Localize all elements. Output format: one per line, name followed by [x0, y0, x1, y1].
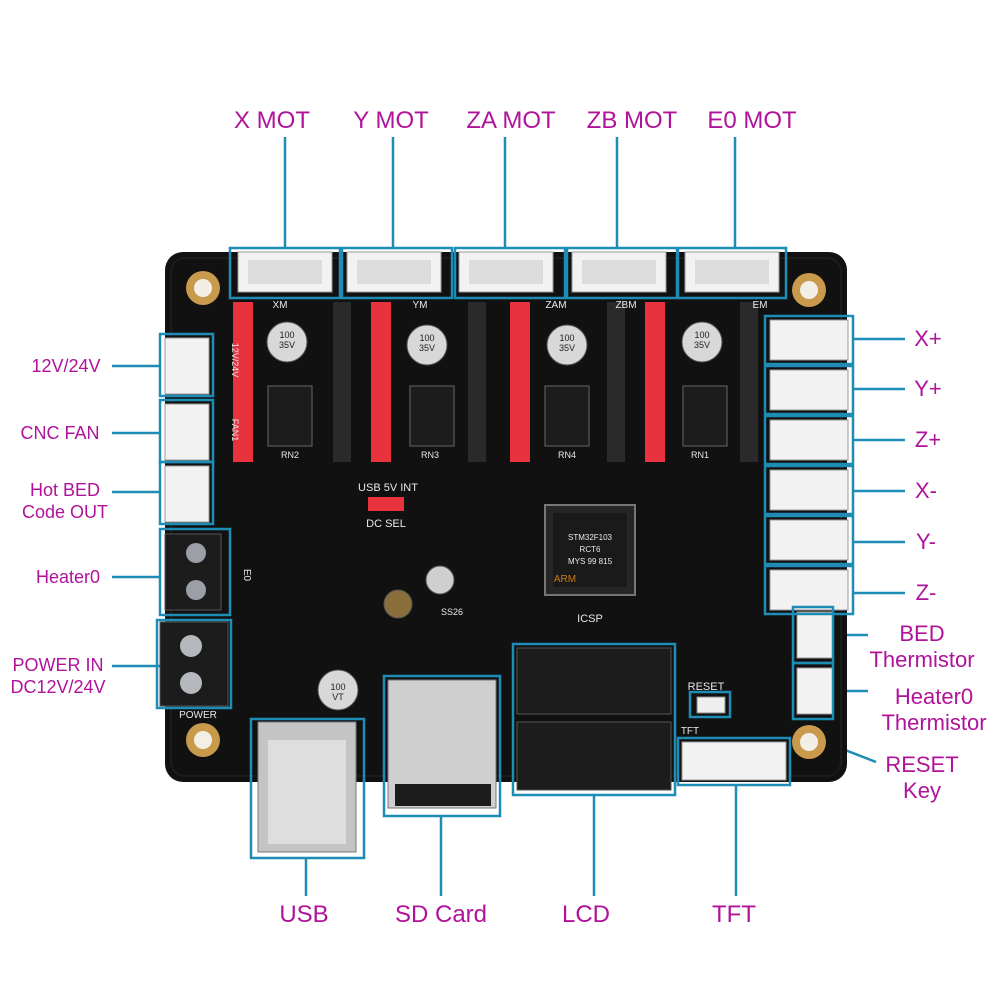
- cap-text-2a: 100: [419, 333, 434, 343]
- silk-12v24v: 12V/24V: [230, 343, 240, 378]
- label-usb: USB: [279, 901, 329, 928]
- silk-rn2: RN2: [281, 450, 299, 460]
- silk-reset: RESET: [688, 681, 725, 693]
- silk-em: EM: [753, 300, 768, 311]
- dc-sel-jumper: [368, 497, 404, 511]
- bottom-connector-frames: [249, 642, 792, 860]
- motor-connector-e0: [684, 251, 780, 293]
- silk-tft: TFT: [681, 726, 699, 737]
- silk-ym: YM: [413, 300, 428, 311]
- label-power-in-line1: POWER IN: [12, 655, 104, 675]
- motor-connector-zb: [571, 251, 667, 293]
- label-12v-24v: 12V/24V: [31, 356, 101, 376]
- motor-connectors: [237, 251, 780, 293]
- label-hot-bed: Hot BED Code OUT: [22, 479, 108, 523]
- cap-text-3b: 35V: [559, 343, 575, 353]
- motor-connector-frames: [228, 246, 788, 300]
- label-bed-thermistor-line1: BED: [899, 621, 945, 646]
- cap-text-4b: 35V: [694, 340, 710, 350]
- left-connectors: [159, 337, 229, 707]
- cap-text-2b: 35V: [419, 343, 435, 353]
- bottom-connectors: [257, 647, 787, 853]
- silk-ss26: SS26: [441, 607, 463, 617]
- label-cnc-fan: CNC FAN: [20, 423, 100, 443]
- label-zb-mot: ZB MOT: [586, 107, 678, 134]
- label-power-in: POWER IN DC12V/24V: [10, 654, 105, 698]
- label-sd-card: SD Card: [394, 901, 488, 928]
- motor-connector-x: [237, 251, 333, 293]
- silk-zbm: ZBM: [615, 300, 636, 311]
- cap-text-1b: 35V: [279, 340, 295, 350]
- silk-e0: E0: [241, 569, 252, 582]
- silk-mcu-line1: STM32F103: [568, 533, 613, 542]
- label-reset-key-line1: RESET: [885, 752, 959, 777]
- silk-rn3: RN3: [421, 450, 439, 460]
- silk-mcu-line2: RCT6: [580, 545, 601, 554]
- label-hot-bed-line2: Code OUT: [21, 502, 109, 522]
- mounting-holes: [186, 271, 826, 759]
- cap-text-5a: 100: [330, 682, 345, 692]
- label-y-mot: Y MOT: [353, 107, 429, 134]
- label-x-plus: X+: [914, 326, 942, 351]
- motor-connector-y: [346, 251, 442, 293]
- mcu-chip: [544, 504, 636, 596]
- label-power-in-line2: DC12V/24V: [10, 677, 106, 697]
- cap-text-4a: 100: [694, 330, 709, 340]
- silk-power: POWER: [179, 710, 217, 721]
- label-heater0: Heater0: [35, 567, 101, 587]
- silkscreen: XM YM ZAM ZBM EM 100 35V 100 35V 100 35V…: [179, 300, 767, 737]
- label-e0-mot: E0 MOT: [707, 107, 797, 134]
- silk-icsp: ICSP: [577, 613, 603, 625]
- label-bed-thermistor: BED Thermistor: [869, 621, 974, 673]
- label-bed-thermistor-line2: Thermistor: [869, 647, 975, 672]
- motor-connector-za: [458, 251, 554, 293]
- silk-rn4: RN4: [558, 450, 576, 460]
- silk-zam: ZAM: [545, 300, 566, 311]
- silk-rn1: RN1: [691, 450, 709, 460]
- label-hot-bed-line1: Hot BED: [29, 480, 101, 500]
- silk-mcu-brand: ARM: [554, 574, 576, 585]
- label-z-plus: Z+: [914, 427, 942, 452]
- label-x-mot: X MOT: [234, 107, 310, 134]
- label-heater0-thermistor-line1: Heater0: [894, 684, 974, 709]
- cap-text-5b: VT: [332, 692, 344, 702]
- driver-headers: [233, 302, 758, 462]
- label-reset-key-line2: Key: [903, 778, 941, 803]
- label-za-mot: ZA MOT: [466, 107, 556, 134]
- silk-mcu-line3: MYS 99 815: [568, 557, 613, 566]
- silk-usb-5v-int: USB 5V INT: [358, 482, 418, 494]
- label-y-plus: Y+: [914, 376, 942, 401]
- label-z-minus: Z-: [915, 580, 937, 605]
- endstop-connectors: [769, 319, 849, 715]
- silk-dc-sel: DC SEL: [366, 518, 406, 530]
- label-y-minus: Y-: [916, 529, 936, 554]
- label-tft: TFT: [712, 901, 756, 928]
- cap-text-1a: 100: [279, 330, 294, 340]
- label-heater0-thermistor-line2: Thermistor: [881, 710, 987, 735]
- endstop-frames: [763, 314, 855, 721]
- label-heater0-thermistor: Heater0 Thermistor: [881, 684, 986, 736]
- label-lcd: LCD: [561, 901, 611, 928]
- label-reset-key: RESET Key: [885, 752, 958, 804]
- jumper-blocks: [267, 385, 728, 447]
- silk-xm: XM: [273, 300, 288, 311]
- cap-text-3a: 100: [559, 333, 574, 343]
- label-x-minus: X-: [915, 478, 937, 503]
- capacitors: [266, 321, 723, 711]
- silk-fan1: FAN1: [230, 419, 240, 442]
- left-connector-frames: [155, 332, 233, 710]
